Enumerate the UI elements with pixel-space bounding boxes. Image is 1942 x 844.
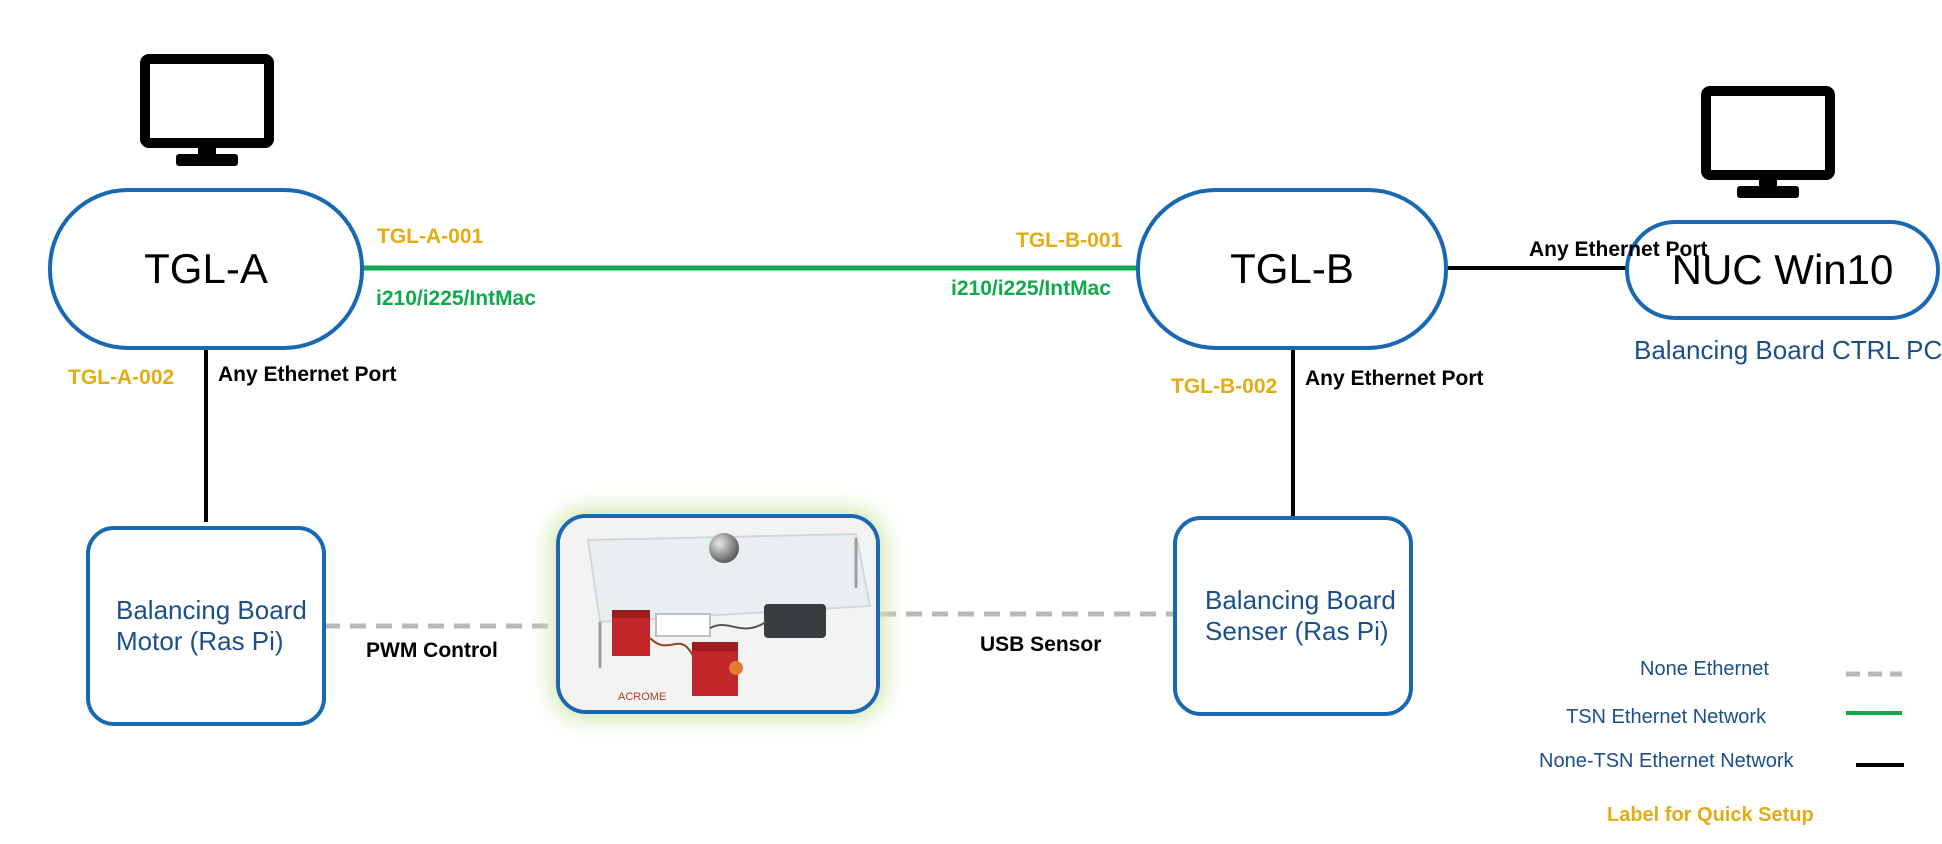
node-senser-line2: Senser (Ras Pi): [1205, 616, 1389, 646]
legend-tsn: TSN Ethernet Network: [1566, 706, 1767, 728]
nuc-caption: Balancing Board CTRL PC: [1634, 335, 1942, 365]
legend-green-line: [1846, 711, 1902, 715]
node-nuc: NUC Win10: [1625, 220, 1940, 320]
balancing-board-photo: ACROME: [556, 514, 880, 714]
node-tgl-a: TGL-A: [48, 188, 364, 350]
node-tgl-b: TGL-B: [1136, 188, 1448, 350]
node-motor: Balancing Board Motor (Ras Pi): [86, 526, 326, 726]
monitor-icon: [140, 54, 274, 166]
label-nic-a: i210/i225/IntMac: [376, 287, 536, 310]
legend-quick-setup: Label for Quick Setup: [1607, 804, 1814, 826]
legend-none-tsn: None-TSN Ethernet Network: [1539, 750, 1794, 772]
balancing-board-illustration: ACROME: [560, 518, 876, 710]
label-tgl-a-002: TGL-A-002: [68, 366, 175, 389]
legend-dashed-line: [1846, 671, 1902, 677]
label-usb: USB Sensor: [980, 633, 1102, 656]
node-senser: Balancing Board Senser (Ras Pi): [1173, 516, 1413, 716]
label-tgl-a-001: TGL-A-001: [377, 225, 484, 248]
node-motor-line2: Motor (Ras Pi): [116, 626, 284, 656]
board-brand: ACROME: [618, 691, 666, 703]
legend-none-ethernet: None Ethernet: [1640, 658, 1769, 680]
label-tgl-b-002: TGL-B-002: [1171, 375, 1278, 398]
label-tgl-b-001: TGL-B-001: [1016, 229, 1123, 252]
label-any-port-b: Any Ethernet Port: [1305, 367, 1484, 390]
label-any-port-nuc: Any Ethernet Port: [1529, 238, 1708, 261]
node-senser-line1: Balancing Board: [1205, 584, 1396, 615]
label-nic-b: i210/i225/IntMac: [951, 277, 1111, 300]
node-nuc-label: NUC Win10: [1671, 246, 1894, 293]
node-tgl-b-label: TGL-B: [1230, 245, 1354, 292]
monitor-icon: [1701, 86, 1835, 198]
legend-black-line: [1856, 763, 1904, 767]
label-pwm: PWM Control: [366, 639, 498, 662]
node-tgl-a-label: TGL-A: [144, 245, 268, 292]
label-any-port-a: Any Ethernet Port: [218, 363, 397, 386]
node-motor-line1: Balancing Board: [116, 594, 307, 625]
